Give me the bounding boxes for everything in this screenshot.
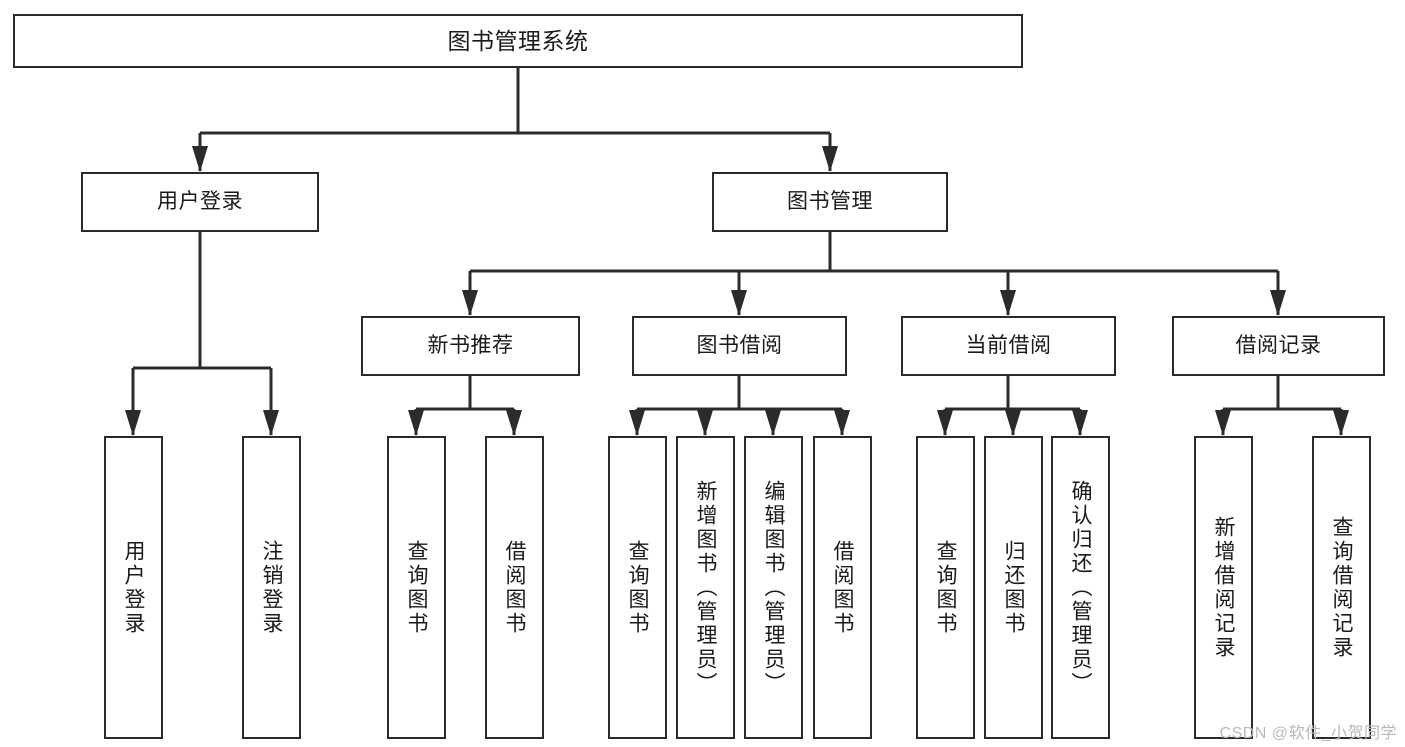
node-new-book-rec[interactable]: 新书推荐	[361, 316, 580, 376]
node-book-borrow[interactable]: 图书借阅	[632, 316, 847, 376]
node-label-leaf-edit-book: 编辑图书（管理员）	[762, 479, 785, 696]
node-leaf-edit-book[interactable]: 编辑图书（管理员）	[744, 436, 803, 739]
node-user-login[interactable]: 用户登录	[81, 172, 319, 232]
node-leaf-query-record[interactable]: 查询借阅记录	[1312, 436, 1371, 739]
node-label-leaf-borrow-book-2: 借阅图书	[831, 539, 854, 636]
node-label-book-manage: 图书管理	[787, 190, 873, 214]
node-label-new-book-rec: 新书推荐	[427, 334, 514, 358]
node-book-manage[interactable]: 图书管理	[712, 172, 948, 232]
node-label-leaf-query-book-1: 查询图书	[405, 539, 428, 636]
node-leaf-return-book[interactable]: 归还图书	[984, 436, 1043, 739]
node-label-leaf-borrow-book-1: 借阅图书	[503, 539, 526, 636]
node-label-leaf-return-book: 归还图书	[1002, 539, 1025, 636]
node-borrow-record[interactable]: 借阅记录	[1172, 316, 1385, 376]
node-current-borrow[interactable]: 当前借阅	[901, 316, 1116, 376]
node-leaf-add-record[interactable]: 新增借阅记录	[1194, 436, 1253, 739]
node-label-leaf-add-book: 新增图书（管理员）	[694, 479, 717, 696]
node-leaf-query-book-1[interactable]: 查询图书	[387, 436, 446, 739]
node-label-leaf-user-login: 用户登录	[122, 539, 145, 636]
node-root[interactable]: 图书管理系统	[13, 14, 1023, 68]
node-leaf-query-book-2[interactable]: 查询图书	[608, 436, 667, 739]
node-leaf-confirm-return[interactable]: 确认归还（管理员）	[1051, 436, 1110, 739]
node-leaf-add-book[interactable]: 新增图书（管理员）	[676, 436, 735, 739]
node-leaf-borrow-book-1[interactable]: 借阅图书	[485, 436, 544, 739]
node-label-leaf-add-record: 新增借阅记录	[1212, 515, 1235, 660]
node-leaf-user-logout[interactable]: 注销登录	[242, 436, 301, 739]
node-leaf-query-book-3[interactable]: 查询图书	[916, 436, 975, 739]
node-label-book-borrow: 图书借阅	[696, 334, 783, 358]
node-label-leaf-confirm-return: 确认归还（管理员）	[1069, 479, 1092, 696]
node-label-leaf-user-logout: 注销登录	[260, 539, 283, 636]
node-label-borrow-record: 借阅记录	[1235, 334, 1322, 358]
node-label-root: 图书管理系统	[447, 27, 589, 54]
node-label-leaf-query-book-3: 查询图书	[934, 539, 957, 636]
node-label-leaf-query-record: 查询借阅记录	[1330, 515, 1353, 660]
node-label-current-borrow: 当前借阅	[965, 334, 1052, 358]
node-label-user-login: 用户登录	[157, 190, 243, 214]
node-label-leaf-query-book-2: 查询图书	[626, 539, 649, 636]
node-leaf-borrow-book-2[interactable]: 借阅图书	[813, 436, 872, 739]
node-leaf-user-login[interactable]: 用户登录	[104, 436, 163, 739]
